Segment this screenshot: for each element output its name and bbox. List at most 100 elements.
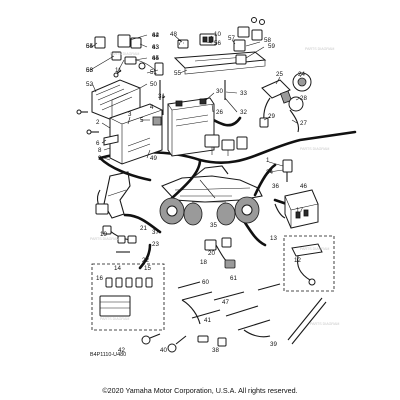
callout-19: 19 <box>100 231 107 238</box>
callout-11: 11 <box>115 67 122 74</box>
callout-5: 5 <box>140 117 144 124</box>
callout-22: 22 <box>142 257 149 264</box>
callout-1: 1 <box>266 157 270 164</box>
callout-39: 39 <box>270 341 277 348</box>
callout-57: 57 <box>228 35 235 42</box>
callout-33: 33 <box>240 90 247 97</box>
wire-harness-bracket <box>95 171 131 219</box>
callout-15: 15 <box>144 265 151 272</box>
leader-lines <box>91 34 303 173</box>
callout-62: 62 <box>152 32 159 39</box>
callout-60: 60 <box>202 279 209 286</box>
callout-66: 66 <box>86 67 93 74</box>
battery-box-bracket <box>103 103 163 165</box>
callout-25: 25 <box>276 71 283 78</box>
speed-sensor <box>282 159 293 182</box>
callout-64: 64 <box>152 55 159 62</box>
callout-43: 43 <box>152 44 159 51</box>
connector-set-center <box>204 237 236 269</box>
callout-51: 51 <box>150 69 157 76</box>
callout-65: 65 <box>86 43 93 50</box>
callout-20: 20 <box>208 250 215 257</box>
callout-45: 45 <box>152 55 159 62</box>
callout-35: 35 <box>210 222 217 229</box>
callout-42: 42 <box>118 347 125 354</box>
svg-text:PARTS DIAGRAM: PARTS DIAGRAM <box>300 147 329 151</box>
callout-38: 38 <box>212 347 219 354</box>
callout-10: 10 <box>214 31 221 38</box>
ignition-coil <box>259 79 292 128</box>
callout-30: 30 <box>216 88 223 95</box>
callout-31: 31 <box>158 93 165 100</box>
callout-17: 17 <box>296 207 303 214</box>
callout-28: 28 <box>300 95 307 102</box>
callout-29: 29 <box>268 113 275 120</box>
exploded-view-drawing: PARTS DIAGRAM PARTS DIAGRAM PARTS DIAGRA… <box>76 17 357 358</box>
callout-55: 55 <box>174 70 181 77</box>
callout-2: 2 <box>96 119 100 126</box>
atv-location-sketch <box>159 165 263 226</box>
callout-26: 26 <box>216 109 223 116</box>
callout-32: 32 <box>240 109 247 116</box>
callout-3: 3 <box>128 111 132 118</box>
svg-text:PARTS DIAGRAM: PARTS DIAGRAM <box>100 317 129 321</box>
callout-49: 49 <box>150 155 157 162</box>
battery-cover-plate <box>173 51 267 75</box>
callout-53: 53 <box>86 67 93 74</box>
relay-group <box>94 34 164 76</box>
callout-59: 59 <box>268 43 275 50</box>
callout-12: 12 <box>294 257 301 264</box>
relay-pair-right <box>237 17 265 41</box>
svg-text:PARTS DIAGRAM: PARTS DIAGRAM <box>305 47 334 51</box>
watermark-stamps: PARTS DIAGRAM PARTS DIAGRAM PARTS DIAGRA… <box>90 47 339 326</box>
callout-50: 50 <box>150 81 157 88</box>
callout-41: 41 <box>204 317 211 324</box>
clamps-and-bands <box>141 281 327 353</box>
callout-48: 48 <box>170 31 177 38</box>
callout-7: 7 <box>178 40 182 47</box>
battery <box>167 97 215 157</box>
callout-21: 21 <box>140 225 147 232</box>
callout-24: 24 <box>298 71 305 78</box>
callout-63: 63 <box>152 44 159 51</box>
callout-61: 61 <box>230 275 237 282</box>
copyright-notice: ©2020 Yamaha Motor Corporation, U.S.A. A… <box>102 386 298 395</box>
svg-text:PARTS DIAGRAM: PARTS DIAGRAM <box>110 52 139 56</box>
starter-relay-group <box>204 134 248 156</box>
callout-40: 40 <box>160 347 167 354</box>
subassembly-box-right <box>283 235 335 292</box>
subassembly-box-left <box>91 263 165 331</box>
callout-47: 47 <box>222 299 229 306</box>
callout-44: 44 <box>152 32 159 39</box>
callout-36: 36 <box>272 183 279 190</box>
callout-23: 23 <box>152 241 159 248</box>
callout-16: 16 <box>96 275 103 282</box>
callout-27: 27 <box>300 120 307 127</box>
callout-34: 34 <box>266 169 273 176</box>
callout-37: 37 <box>152 229 159 236</box>
svg-text:PARTS DIAGRAM: PARTS DIAGRAM <box>90 237 119 241</box>
horn <box>288 72 312 133</box>
callout-4: 4 <box>150 104 154 111</box>
callout-58: 58 <box>264 37 271 44</box>
callout-52: 52 <box>86 81 93 88</box>
battery-bands <box>159 80 226 115</box>
drawing-code: B4P1110-U480 <box>90 352 126 358</box>
callout-54: 54 <box>86 43 93 50</box>
callout-9: 9 <box>98 155 102 162</box>
callout-46: 46 <box>300 183 307 190</box>
callout-56: 56 <box>214 40 221 47</box>
connector-set-left <box>102 225 137 253</box>
callout-6: 6 <box>96 140 100 147</box>
callout-13: 13 <box>270 235 277 242</box>
callout-8: 8 <box>98 147 102 154</box>
fuse-box <box>177 33 247 65</box>
callout-14: 14 <box>114 265 121 272</box>
ecu-unit <box>274 189 319 229</box>
svg-text:PARTS DIAGRAM: PARTS DIAGRAM <box>310 322 339 326</box>
callout-18: 18 <box>200 259 207 266</box>
svg-text:PARTS DIAGRAM: PARTS DIAGRAM <box>300 247 329 251</box>
bolt-set-left <box>76 69 122 135</box>
